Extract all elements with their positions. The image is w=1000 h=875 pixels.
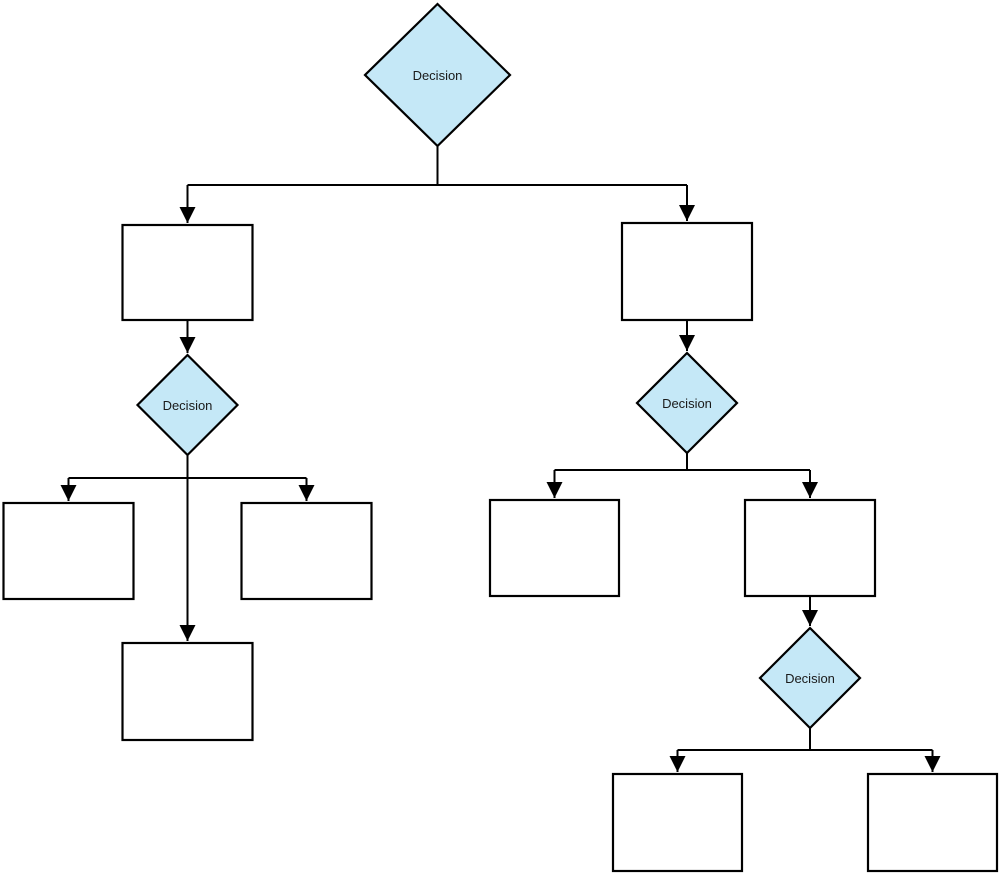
decision-label: Decision <box>163 398 213 413</box>
process-box-right-b <box>743 498 877 598</box>
decision-label: Decision <box>785 671 835 686</box>
decision-node-left: Decision <box>135 353 240 457</box>
process-box-left-a <box>2 501 135 601</box>
decision-diamond <box>363 2 512 148</box>
process-box-left <box>121 223 254 322</box>
process-box-left-c <box>121 641 254 742</box>
decision-label: Decision <box>662 396 712 411</box>
decision-label: Decision <box>413 68 463 83</box>
decision-diamond <box>635 351 739 455</box>
process-box-left-b <box>240 501 373 601</box>
decision-node-bottom: Decision <box>758 626 862 730</box>
process-box-bottom-b <box>866 772 999 873</box>
process-box-right-a <box>488 498 621 598</box>
decision-node-root: Decision <box>363 2 512 148</box>
decision-node-right: Decision <box>635 351 739 455</box>
process-box-right <box>620 221 754 322</box>
decision-diamond <box>135 353 240 457</box>
decision-diamond <box>758 626 862 730</box>
process-box-bottom-a <box>611 772 744 873</box>
